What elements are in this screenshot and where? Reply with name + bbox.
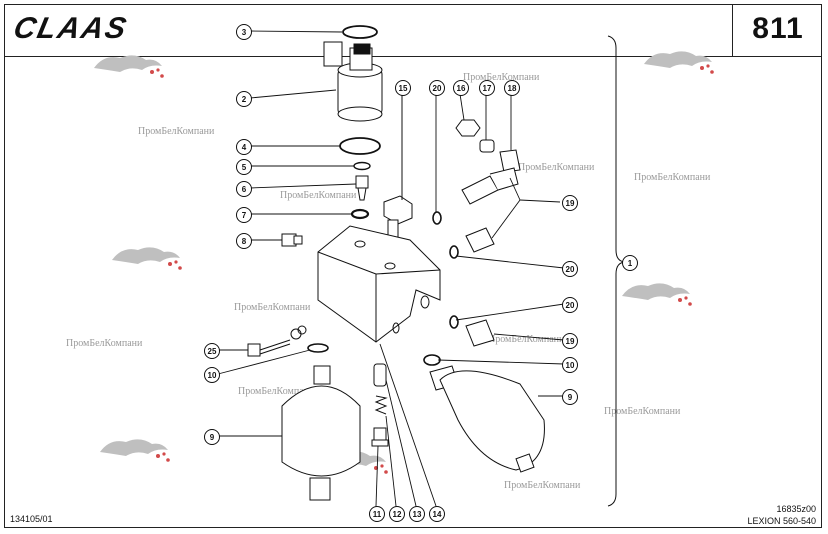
- watermark-text: ПромБелКомпани: [634, 172, 711, 183]
- callout-badge[interactable]: 14: [429, 506, 445, 522]
- callout-badge[interactable]: 10: [204, 367, 220, 383]
- callout-badge[interactable]: 19: [562, 195, 578, 211]
- straight-fitting-part: [465, 227, 495, 253]
- callout-badge[interactable]: 16: [453, 80, 469, 96]
- watermark-logo-icon: [112, 247, 182, 270]
- watermark-text: ПромБелКомпани: [138, 126, 215, 137]
- spring-part: [374, 395, 388, 415]
- watermark-logo-icon: [100, 439, 170, 462]
- watermark-text: ПромБелКомпани: [238, 386, 315, 397]
- nut-part: [455, 119, 481, 137]
- accumulator-part: [281, 365, 361, 501]
- group-bracket: [607, 35, 627, 507]
- union-fitting-part: [499, 149, 521, 173]
- callout-badge[interactable]: 2: [236, 91, 252, 107]
- callout-badge[interactable]: 9: [562, 389, 578, 405]
- watermark-text: ПромБелКомпани: [66, 338, 143, 349]
- callout-badge[interactable]: 10: [562, 357, 578, 373]
- header-rule: [4, 56, 822, 57]
- o-ring-part: [423, 354, 441, 366]
- model-label: LEXION 560-540: [747, 516, 816, 526]
- callout-badge[interactable]: 5: [236, 159, 252, 175]
- page-frame: [4, 4, 822, 528]
- callout-badge[interactable]: 4: [236, 139, 252, 155]
- leader-lines: [217, 30, 565, 507]
- callout-badge[interactable]: 9: [204, 429, 220, 445]
- watermark-text: ПромБелКомпани: [518, 162, 595, 173]
- watermark-logo-icon: [622, 283, 692, 306]
- straight-fitting-part: [465, 319, 495, 347]
- page-number: 811: [752, 12, 804, 45]
- callout-badge[interactable]: 15: [395, 80, 411, 96]
- o-ring-part: [449, 245, 459, 259]
- watermark-text: ПромБелКомпани: [234, 302, 311, 313]
- drawing-number: 134105/01: [10, 514, 53, 524]
- seal-ring-part: [350, 208, 370, 220]
- callout-badge[interactable]: 8: [236, 233, 252, 249]
- callout-badge[interactable]: 1: [622, 255, 638, 271]
- callout-badge[interactable]: 25: [204, 343, 220, 359]
- callout-badge[interactable]: 11: [369, 506, 385, 522]
- bolt-part: [247, 325, 307, 357]
- callout-badge[interactable]: 7: [236, 207, 252, 223]
- o-ring-part: [449, 315, 459, 329]
- watermark-text: ПромБелКомпани: [280, 190, 357, 201]
- callout-badge[interactable]: 17: [479, 80, 495, 96]
- o-ring-part: [342, 25, 378, 39]
- figure-code: 16835z00: [776, 504, 816, 514]
- valve-cartridge-part: [355, 175, 369, 201]
- o-ring-part: [307, 343, 329, 353]
- watermark-logo-icon: [94, 55, 164, 78]
- callout-badge[interactable]: 3: [236, 24, 252, 40]
- elbow-fitting-part: [383, 90, 413, 241]
- callout-badge[interactable]: 19: [562, 333, 578, 349]
- callout-badge[interactable]: 20: [562, 261, 578, 277]
- plug-part: [281, 233, 303, 247]
- bushing-part: [479, 139, 495, 153]
- solenoid-coil-part: [323, 41, 383, 122]
- callout-badge[interactable]: 20: [429, 80, 445, 96]
- o-ring-part: [339, 137, 381, 155]
- callout-badge[interactable]: 20: [562, 297, 578, 313]
- o-ring-part: [432, 211, 442, 225]
- watermark-logo-icon: [644, 51, 714, 74]
- straight-fitting-part: [461, 167, 519, 205]
- callout-badge[interactable]: 12: [389, 506, 405, 522]
- callout-badge[interactable]: 6: [236, 181, 252, 197]
- valve-block-part: [317, 225, 441, 343]
- watermark-text: ПромБелКомпани: [488, 334, 565, 345]
- plug-part: [371, 427, 389, 447]
- accumulator-part: [429, 365, 545, 473]
- o-ring-part: [353, 161, 371, 171]
- check-valve-part: [373, 363, 387, 387]
- page-number-box: 811: [732, 4, 822, 56]
- watermark-text: ПромБелКомпани: [504, 480, 581, 491]
- callout-badge[interactable]: 13: [409, 506, 425, 522]
- callout-badge[interactable]: 18: [504, 80, 520, 96]
- watermark-text: ПромБелКомпани: [463, 72, 540, 83]
- watermark-text: ПромБелКомпани: [604, 406, 681, 417]
